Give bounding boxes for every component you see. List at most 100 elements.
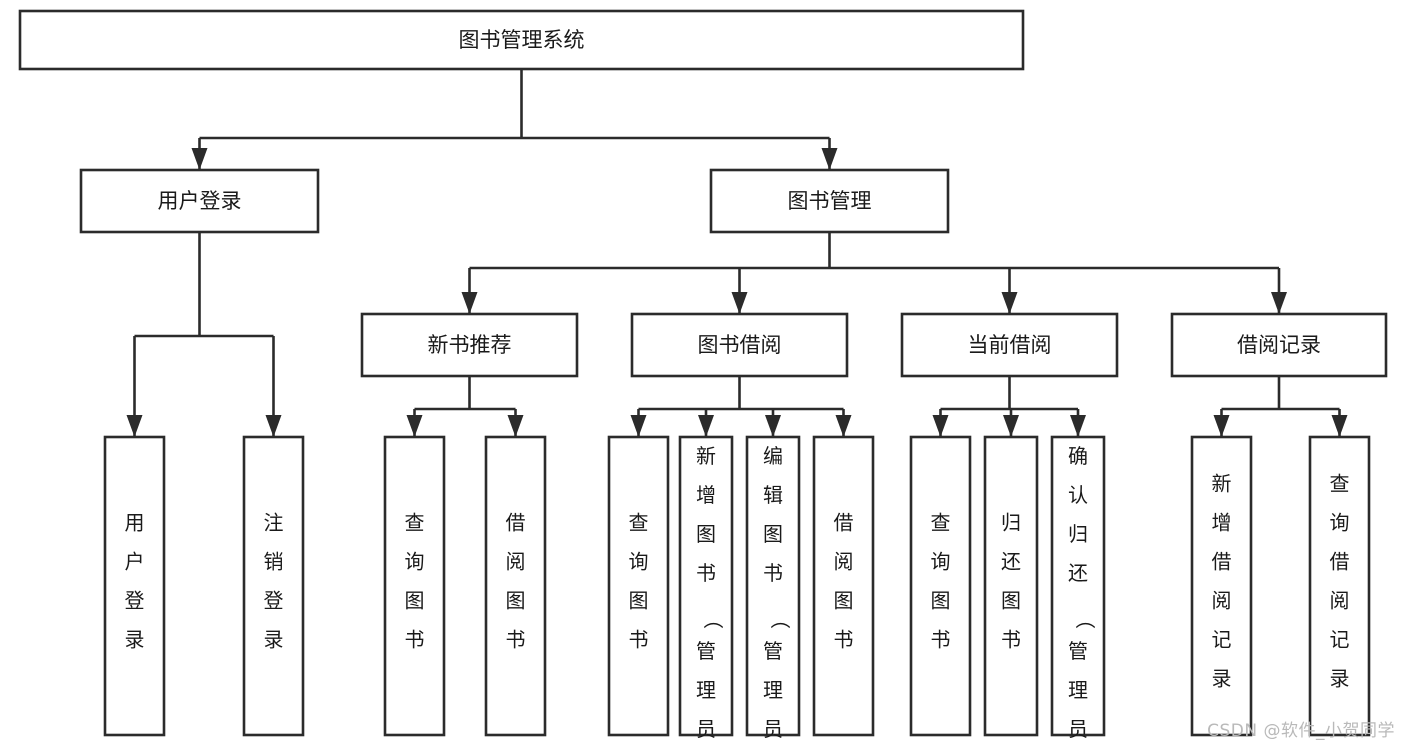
node-label-leaf-borrow-book-char-0: 借 [834, 511, 854, 535]
node-box-leaf-add-borrow-record[interactable] [1190, 435, 1253, 737]
node-box-current-borrow[interactable] [900, 312, 1119, 378]
node-label-leaf-confirm-return-admin-char-7: 员 [1068, 717, 1088, 741]
arrow-head-icon-leaf-edit-book-admin [765, 415, 781, 437]
edges-layer [126, 69, 1348, 437]
node-box-leaf-borrow-book-rec[interactable] [484, 435, 547, 737]
node-label-leaf-add-borrow-record-char-0: 新 [1212, 472, 1232, 496]
node-label-leaf-add-borrow-record-char-2: 借 [1212, 550, 1232, 574]
node-label-leaf-edit-book-admin-char-2: 图 [763, 522, 783, 546]
node-label-leaf-user-login-char-2: 登 [125, 589, 145, 613]
node-label-leaf-edit-book-admin-char-4: （ [768, 609, 792, 629]
node-label-leaf-edit-book-admin-char-1: 辑 [763, 483, 783, 507]
node-box-new-book-rec[interactable] [360, 312, 579, 378]
node-label-borrow-record: 借阅记录 [1237, 333, 1321, 357]
node-book-manage[interactable]: 图书管理 [709, 168, 950, 234]
node-box-leaf-query-book-current[interactable] [909, 435, 972, 737]
node-label-leaf-confirm-return-admin-char-3: 还 [1068, 561, 1088, 585]
node-box-borrow-record[interactable] [1170, 312, 1388, 378]
node-label-leaf-query-book-borrow-char-3: 书 [629, 628, 649, 652]
node-label-leaf-confirm-return-admin-char-6: 理 [1068, 678, 1088, 702]
node-box-leaf-query-borrow-record[interactable] [1308, 435, 1371, 737]
node-label-leaf-return-book-char-0: 归 [1001, 511, 1021, 535]
node-label-leaf-query-book-borrow-char-2: 图 [629, 589, 649, 613]
node-label-root: 图书管理系统 [459, 28, 585, 52]
node-label-leaf-query-book-rec-char-2: 图 [405, 589, 425, 613]
node-label-leaf-edit-book-admin-char-3: 书 [763, 561, 783, 585]
node-box-leaf-query-book-borrow[interactable] [607, 435, 670, 737]
node-label-leaf-user-logout-char-3: 录 [264, 628, 284, 652]
node-label-leaf-borrow-book-rec-char-1: 阅 [506, 550, 526, 574]
node-box-leaf-user-login[interactable] [103, 435, 166, 737]
node-label-leaf-add-book-admin-char-2: 图 [696, 522, 716, 546]
node-box-user-login[interactable] [79, 168, 320, 234]
watermark-label: CSDN @软件_小贺同学 [1207, 721, 1395, 741]
arrow-head-icon-borrow-record [1271, 292, 1287, 314]
node-label-leaf-user-logout-char-0: 注 [264, 511, 284, 535]
arrow-head-icon-leaf-query-book-current [932, 415, 949, 437]
node-label-leaf-return-book-char-1: 还 [1001, 550, 1021, 574]
node-label-leaf-query-book-current-char-0: 查 [931, 511, 951, 535]
node-label-leaf-confirm-return-admin-char-0: 确 [1068, 444, 1088, 468]
node-label-leaf-confirm-return-admin-char-4: （ [1073, 609, 1097, 629]
arrow-head-icon-leaf-user-login [126, 415, 143, 437]
node-label-leaf-query-book-borrow-char-1: 询 [629, 550, 649, 574]
node-user-login[interactable]: 用户登录 [79, 168, 320, 234]
arrow-head-icon-leaf-user-logout [265, 415, 282, 437]
node-box-leaf-confirm-return-admin[interactable] [1050, 435, 1106, 737]
node-root[interactable]: 图书管理系统 [18, 9, 1025, 71]
node-current-borrow[interactable]: 当前借阅 [900, 312, 1119, 378]
node-label-leaf-user-login-char-3: 录 [125, 628, 145, 652]
node-box-leaf-return-book[interactable] [983, 435, 1039, 737]
node-box-leaf-edit-book-admin[interactable] [745, 435, 801, 737]
node-box-leaf-query-book-rec[interactable] [383, 435, 446, 737]
node-label-leaf-confirm-return-admin-char-5: 管 [1068, 639, 1088, 663]
arrow-head-icon-leaf-add-book-admin [698, 415, 714, 437]
node-label-leaf-add-borrow-record-char-3: 阅 [1212, 589, 1232, 613]
nodes-layer: 图书管理系统用户登录图书管理新书推荐图书借阅当前借阅借阅记录用户登录注销登录查询… [18, 9, 1388, 747]
node-box-leaf-borrow-book[interactable] [812, 435, 875, 737]
node-label-leaf-add-book-admin-char-0: 新 [696, 444, 716, 468]
node-label-current-borrow: 当前借阅 [968, 333, 1052, 357]
node-label-leaf-edit-book-admin-char-7: 员 [763, 717, 783, 741]
node-label-book-borrow: 图书借阅 [698, 333, 782, 357]
node-book-borrow[interactable]: 图书借阅 [630, 312, 849, 378]
node-label-leaf-query-book-rec-char-3: 书 [405, 628, 425, 652]
node-label-new-book-rec: 新书推荐 [428, 333, 512, 357]
node-label-leaf-confirm-return-admin-char-2: 归 [1068, 522, 1088, 546]
node-leaf-user-login[interactable]: 用户登录 [103, 435, 166, 737]
node-new-book-rec[interactable]: 新书推荐 [360, 312, 579, 378]
arrow-head-icon-leaf-add-borrow-record [1213, 415, 1230, 437]
arrow-head-icon-new-book-rec [461, 292, 478, 314]
node-label-leaf-query-borrow-record-char-4: 记 [1330, 628, 1350, 652]
node-box-book-manage[interactable] [709, 168, 950, 234]
node-label-leaf-borrow-book-rec-char-2: 图 [506, 589, 526, 613]
arrow-head-icon-leaf-borrow-book-rec [507, 415, 524, 437]
node-box-book-borrow[interactable] [630, 312, 849, 378]
node-label-leaf-add-borrow-record-char-5: 录 [1212, 667, 1232, 691]
node-label-leaf-borrow-book-char-3: 书 [834, 628, 854, 652]
node-borrow-record[interactable]: 借阅记录 [1170, 312, 1388, 378]
node-label-leaf-query-borrow-record-char-3: 阅 [1330, 589, 1350, 613]
arrow-head-icon-book-manage [821, 148, 838, 170]
node-label-leaf-add-book-admin-char-5: 管 [696, 639, 716, 663]
node-box-leaf-add-book-admin[interactable] [678, 435, 734, 737]
node-box-root[interactable] [18, 9, 1025, 71]
node-label-leaf-query-borrow-record-char-0: 查 [1330, 472, 1350, 496]
node-label-leaf-add-borrow-record-char-1: 增 [1212, 511, 1232, 535]
node-label-leaf-edit-book-admin-char-6: 理 [763, 678, 783, 702]
node-label-leaf-add-book-admin-char-3: 书 [696, 561, 716, 585]
node-box-leaf-user-logout[interactable] [242, 435, 305, 737]
